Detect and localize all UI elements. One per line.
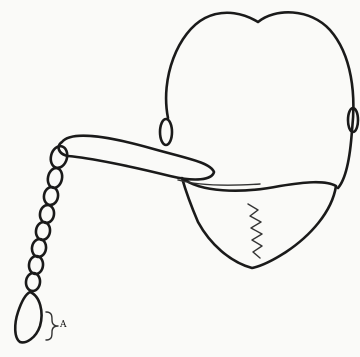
antenna-segment-8 — [25, 272, 41, 291]
antenna-segment-6 — [31, 238, 47, 258]
antenna-segment-2 — [46, 167, 64, 189]
antenna-segment-5 — [35, 221, 51, 241]
zigzag-suture — [248, 204, 262, 258]
left-oval — [160, 119, 172, 145]
antenna-chain — [15, 144, 69, 342]
head-outline — [166, 12, 353, 188]
elongated-segment — [59, 136, 214, 180]
antenna-segment-3 — [43, 186, 60, 206]
antenna-club — [15, 292, 41, 342]
antenna-segment-4 — [39, 204, 55, 224]
label-a: A — [60, 320, 67, 330]
bracket-a — [46, 312, 58, 340]
antenna-segment-7 — [28, 255, 44, 274]
